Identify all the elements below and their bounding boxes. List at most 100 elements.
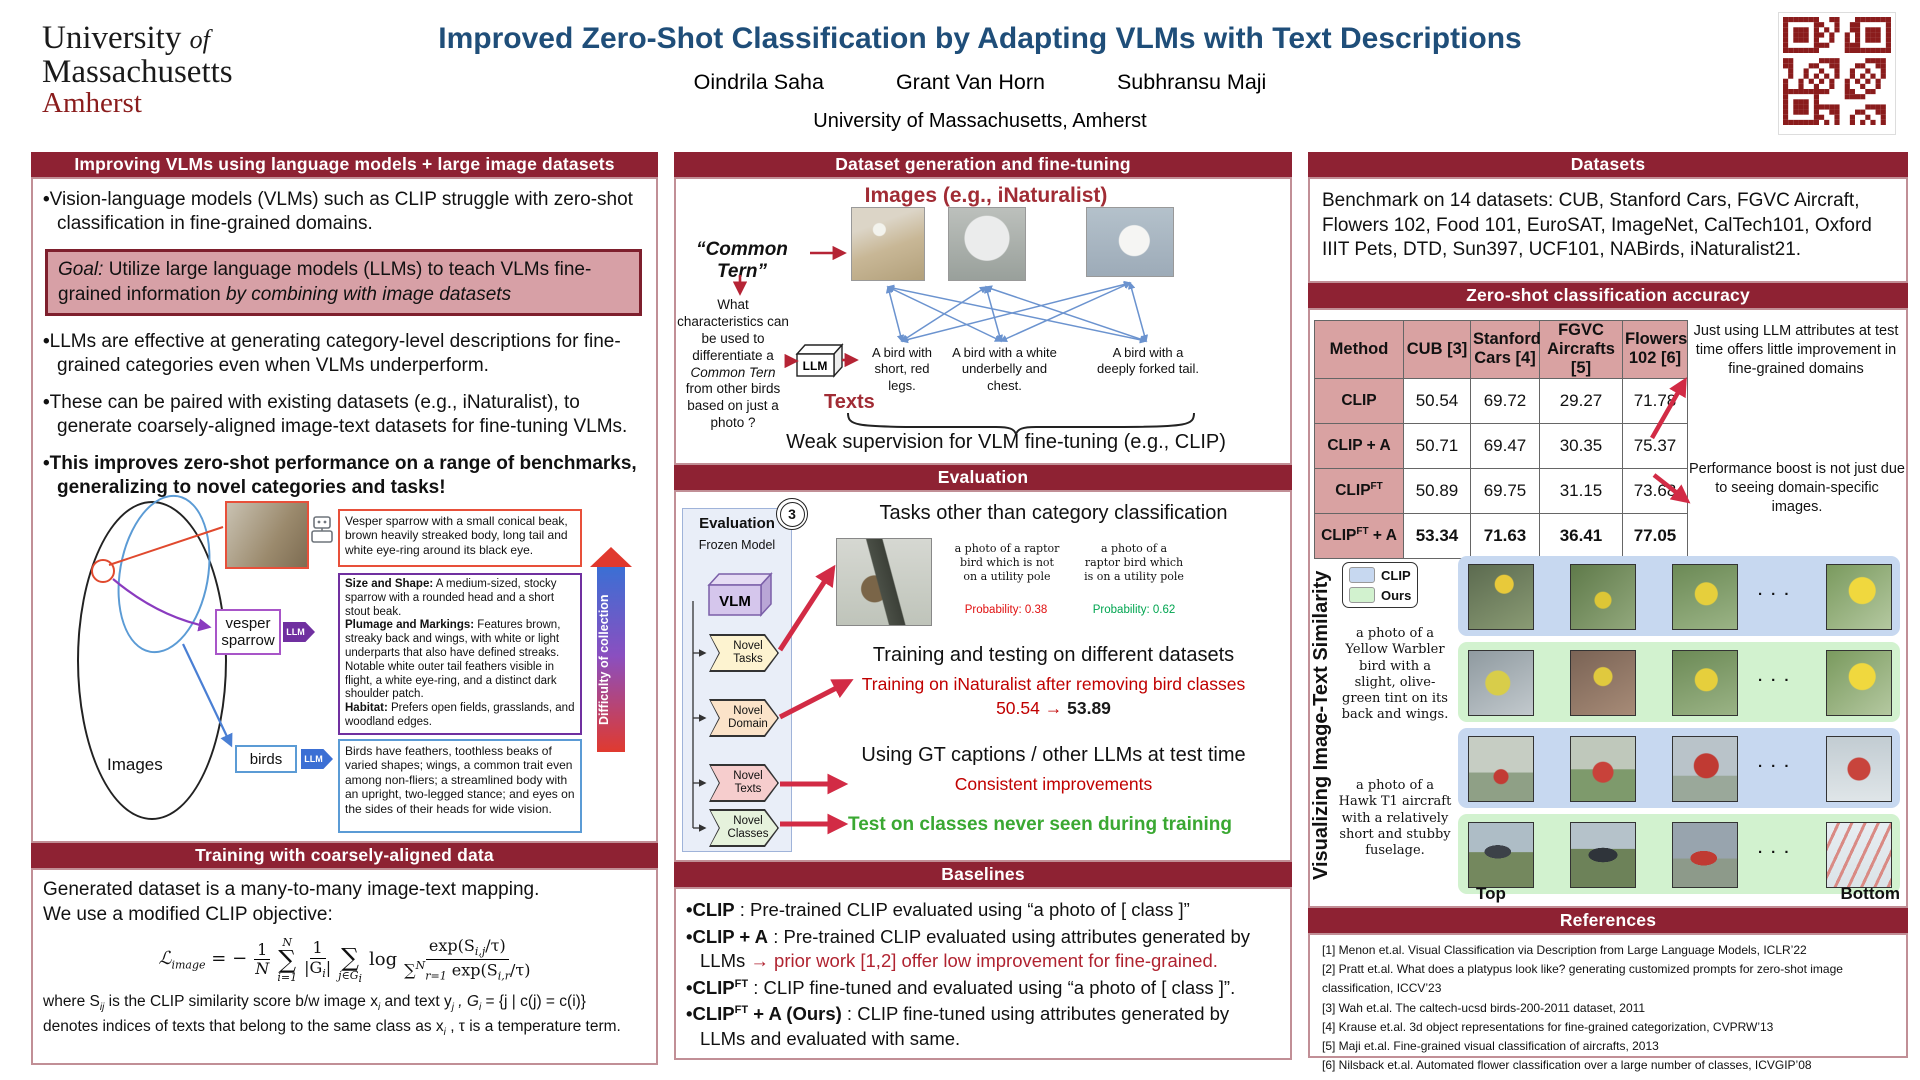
training-intro-1: Generated dataset is a many-to-many imag… [43, 879, 540, 900]
table-note-2: Performance boost is not just due to see… [1688, 461, 1905, 515]
legend-item-clip: CLIP [1349, 567, 1411, 583]
section-header-accuracy: Zero-shot classification accuracy [1308, 283, 1908, 308]
left-diagram-connectors [108, 526, 233, 748]
llm-cube: LLM [795, 343, 844, 378]
eval-classes-text: Test on classes never seen during traini… [848, 814, 1232, 835]
step-3-badge: 3 [776, 498, 808, 530]
reference-item: [2] Pratt et.al. What does a platypus lo… [1322, 962, 1843, 996]
result-image [1468, 822, 1534, 888]
raptor-image [836, 538, 932, 626]
affiliation: University of Massachusetts, Amherst [813, 110, 1147, 132]
dataset-gen-arrows [732, 245, 1195, 437]
poster-title: Improved Zero-Shot Classification by Ada… [438, 22, 1522, 55]
result-image [1468, 736, 1534, 802]
datasets-box: Benchmark on 14 datasets: CUB, Stanford … [1308, 177, 1908, 283]
reference-item: [4] Krause et.al. 3d object representati… [1322, 1019, 1774, 1034]
llm-question-text: What characteristics can be used to diff… [677, 297, 789, 431]
qr-code-container [1778, 12, 1896, 135]
svg-text:LLM: LLM [803, 359, 828, 373]
brace [847, 412, 1195, 437]
vesper-sparrow-label-box: vesper sparrow [215, 609, 281, 655]
generated-text-3: A bird with a deeply forked tail. [1097, 345, 1199, 377]
bullet-llm-descriptions: •LLMs are effective at generating catego… [43, 331, 621, 377]
vesper-caption-box: Vesper sparrow with a small conical beak… [338, 509, 582, 567]
viz-top-label: Top [1476, 884, 1506, 903]
frozen-model-label: Frozen Model [698, 538, 776, 552]
result-image [1826, 650, 1892, 716]
banner-novel-texts: Novel Texts [709, 764, 779, 802]
reference-item: [5] Maji et.al. Fine-grained visual clas… [1322, 1038, 1659, 1053]
section-header-baselines: Baselines [674, 862, 1292, 887]
eval-panel-title: Evaluation [699, 515, 775, 532]
viz-bottom-label: Bottom [1840, 884, 1900, 903]
eval-texts-title: Using GT captions / other LLMs at test t… [861, 744, 1246, 766]
evaluation-box: Evaluation Frozen Model VLM Novel Tasks … [674, 490, 1292, 862]
eval-domain-title: Training and testing on different datase… [872, 644, 1235, 666]
images-set-ellipse [77, 501, 227, 820]
author: Subhransu Maji [1116, 70, 1267, 94]
ours-swatch [1349, 587, 1375, 603]
eval-tasks-title: Tasks other than category classification [879, 502, 1228, 524]
result-image [1570, 564, 1636, 630]
table-note-1: Just using LLM attributes at test time o… [1693, 323, 1899, 377]
section-header-training: Training with coarsely-aligned data [31, 843, 658, 868]
author: Oindrila Saha [693, 70, 824, 94]
formula-where-text: where Sij is the CLIP similarity score b… [43, 993, 621, 1039]
tern-image-1 [851, 207, 925, 281]
result-image [1468, 564, 1534, 630]
banner-novel-classes: Novel Classes [709, 809, 779, 847]
images-set-label: Images [107, 755, 163, 774]
ellipsis: · · · [1758, 844, 1792, 861]
logo-line2: Massachusetts [42, 53, 233, 90]
vesper-sparrow-photo [225, 501, 309, 569]
common-tern-label: “Common Tern” [696, 239, 788, 282]
table-note-arrows [1650, 377, 1691, 504]
baseline-clip-ft: •CLIPFT : CLIP fine-tuned and evaluated … [686, 976, 1236, 998]
table-header-row: Method CUB [3] Stanford Cars [4] FGVC Ai… [1314, 320, 1688, 379]
authors-row: Oindrila Saha Grant Van Horn Subhransu M… [330, 70, 1630, 95]
accuracy-box: Method CUB [3] Stanford Cars [4] FGVC Ai… [1308, 308, 1908, 908]
viz-row-clip-aircraft: · · · [1458, 728, 1900, 808]
banner-novel-tasks: Novel Tasks [709, 634, 779, 672]
result-image [1570, 650, 1636, 716]
llm-arrow-tag-purple: LLM [283, 622, 315, 642]
reference-item: [3] Wah et.al. The caltech-ucsd birds-20… [1322, 1000, 1646, 1015]
bullet-vlm-struggle: •Vision-language models (VLMs) such as C… [43, 189, 633, 234]
result-image [1468, 650, 1534, 716]
evaluation-arrows [777, 564, 854, 835]
viz-row-clip-warbler: · · · [1458, 556, 1900, 636]
banner-novel-domain: Novel Domain [709, 699, 779, 737]
training-box: Generated dataset is a many-to-many imag… [31, 868, 658, 1065]
baseline-clip: •CLIP : Pre-trained CLIP evaluated using… [686, 899, 1190, 920]
legend-item-ours: Ours [1349, 587, 1411, 603]
goal-box: Goal: Utilize large language models (LLM… [45, 248, 642, 317]
reference-item: [6] Nilsback et.al. Automated flower cla… [1322, 1058, 1812, 1073]
viz-row-ours-aircraft: · · · [1458, 814, 1900, 894]
images-row-label: Images (e.g., iNaturalist) [864, 184, 1108, 207]
baseline-clip-a: •CLIP + A : Pre-trained CLIP evaluated u… [686, 925, 1251, 972]
eval-domain-subtitle: Training on iNaturalist after removing b… [861, 674, 1246, 694]
ellipsis: · · · [1758, 758, 1792, 775]
section-header-datasets: Datasets [1308, 152, 1908, 177]
ellipsis: · · · [1758, 586, 1792, 603]
probability-negative: Probability: 0.38 [964, 604, 1048, 616]
result-image [1672, 564, 1738, 630]
instance-circle [91, 559, 115, 583]
result-image [1672, 650, 1738, 716]
qr-code [1783, 17, 1891, 125]
viz-rotated-label: Visualizing Image-Text Similarity [1310, 570, 1332, 880]
viz-row-ours-warbler: · · · [1458, 642, 1900, 722]
section-header-references: References [1308, 908, 1908, 933]
umass-logo: University of Massachusetts Amherst [42, 21, 233, 119]
bullet-paired-datasets: •These can be paired with existing datas… [43, 392, 628, 438]
training-intro-2: We use a modified CLIP objective: [43, 903, 333, 925]
result-image [1570, 822, 1636, 888]
raptor-caption-positive: a photo of a raptor bird which is on a u… [1084, 542, 1184, 583]
generated-text-1: A bird with short, red legs. [872, 345, 932, 393]
section-header-evaluation: Evaluation [674, 465, 1292, 490]
texts-row-label: Texts [824, 391, 875, 413]
references-box: [1] Menon et.al. Visual Classification v… [1308, 933, 1908, 1072]
